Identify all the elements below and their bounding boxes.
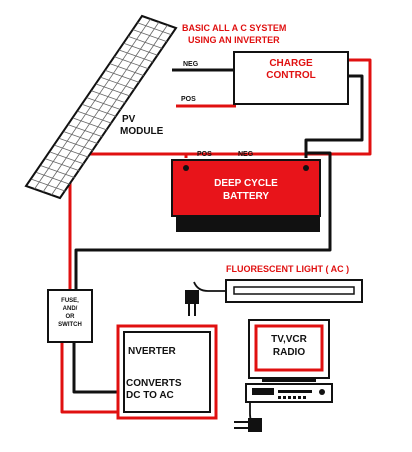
- tv-screen: [254, 324, 324, 372]
- vcr-slot: [278, 390, 312, 393]
- fuse-to-inverter-red-wire: [60, 342, 122, 414]
- pv-grid-cross: [68, 124, 103, 138]
- vcr-button: [293, 396, 296, 399]
- pv-grid-long: [34, 18, 151, 190]
- pv-grid-cross: [100, 76, 135, 90]
- pv-cell-grid: [31, 18, 172, 196]
- tv-vcr-radio: TV,VCR RADIO: [234, 319, 333, 432]
- pv-grid-cross: [123, 42, 158, 56]
- charge-control-box: [233, 51, 349, 105]
- battery-line2: BATTERY: [223, 191, 269, 202]
- pv-grid-cross: [45, 158, 80, 172]
- pv-grid-cross: [128, 36, 163, 49]
- battery-pos-to-fuse-wire: [68, 152, 188, 290]
- controller-neg-wire: [304, 74, 364, 158]
- fuse-line1: FUSE,: [61, 298, 79, 304]
- fuse-line4: SWITCH: [58, 322, 82, 328]
- inverter: NVERTER CONVERTS DC TO AC: [116, 324, 218, 420]
- pv-grid-cross: [114, 56, 149, 70]
- title-line1: BASIC ALL A C SYSTEM: [182, 23, 286, 33]
- inverter-inner-border: [123, 331, 211, 413]
- pv-grid-cross: [109, 63, 144, 76]
- pv-neg-label: NEG: [183, 61, 199, 68]
- pv-grid-cross: [118, 49, 154, 63]
- pv-grid-cross: [137, 22, 172, 36]
- pv-grid-cross: [49, 151, 85, 165]
- battery: POS NEG DEEP CYCLE BATTERY: [171, 151, 321, 232]
- pv-grid-cross: [63, 131, 98, 144]
- fuse-box: [47, 289, 93, 343]
- pv-label-line1: PV: [122, 114, 136, 125]
- vcr-display: [252, 388, 274, 395]
- battery-neg-to-inverter-wire: [74, 151, 332, 290]
- fuse-to-inverter-black-wire: [72, 342, 122, 394]
- charge-control-line2: CONTROL: [266, 70, 315, 81]
- tv-stand: [262, 378, 316, 382]
- tv-line2: RADIO: [273, 347, 305, 358]
- fuse-line2: AND/: [63, 306, 78, 312]
- charge-control: CHARGE CONTROL: [233, 51, 349, 105]
- pv-grid-cross: [86, 97, 121, 110]
- fuse-switch: FUSE, AND/ OR SWITCH: [47, 289, 93, 343]
- light-cord: [193, 281, 226, 292]
- vcr-knob: [319, 389, 325, 395]
- pv-grid-cross: [105, 70, 140, 83]
- battery-pos-label: POS: [197, 151, 212, 158]
- vcr-buttons: [278, 396, 306, 399]
- vcr-button: [278, 396, 281, 399]
- pv-grid-cross: [132, 29, 167, 42]
- pv-grid-cross: [54, 144, 89, 158]
- tv-line1: TV,VCR: [271, 334, 308, 345]
- vcr-button: [298, 396, 301, 399]
- pv-grid-cross: [95, 83, 131, 97]
- light-label: FLUORESCENT LIGHT ( AC ): [226, 264, 349, 274]
- charge-control-line1: CHARGE: [269, 58, 313, 69]
- pv-grid-cross: [59, 138, 94, 151]
- pv-grid-long: [42, 21, 160, 193]
- light-tube: [233, 286, 355, 295]
- wiring: [60, 58, 372, 414]
- fluorescent-light: FLUORESCENT LIGHT ( AC ): [185, 264, 363, 316]
- vcr-button: [288, 396, 291, 399]
- inverter-line2: CONVERTS: [126, 378, 182, 389]
- fuse-line3: OR: [66, 314, 76, 320]
- pv-module: PV MODULE NEG POS: [24, 14, 199, 200]
- pv-grid-cross: [72, 117, 108, 131]
- light-plug-icon: [185, 290, 199, 304]
- title-line2: USING AN INVERTER: [188, 35, 280, 45]
- vcr-button: [283, 396, 286, 399]
- battery-neg-terminal: [303, 165, 309, 171]
- pv-grid-cross: [31, 178, 66, 192]
- pv-label-line2: MODULE: [120, 126, 164, 137]
- inverter-line1: NVERTER: [128, 346, 177, 357]
- pv-pos-label: POS: [181, 96, 196, 103]
- inverter-line3: DC TO AC: [126, 390, 174, 401]
- battery-pos-terminal: [183, 165, 189, 171]
- pv-grid-cross: [36, 172, 71, 185]
- pv-grid-cross: [91, 90, 126, 104]
- title: BASIC ALL A C SYSTEM USING AN INVERTER: [182, 23, 286, 45]
- tv-plug-icon: [248, 418, 262, 432]
- pv-grid-long: [51, 24, 168, 196]
- vcr-button: [303, 396, 306, 399]
- pv-grid-cross: [77, 110, 112, 124]
- battery-line1: DEEP CYCLE: [214, 178, 278, 189]
- battery-neg-label: NEG: [238, 151, 254, 158]
- pv-grid-cross: [82, 104, 117, 117]
- battery-body: [171, 159, 321, 217]
- pv-grid-cross: [40, 165, 75, 178]
